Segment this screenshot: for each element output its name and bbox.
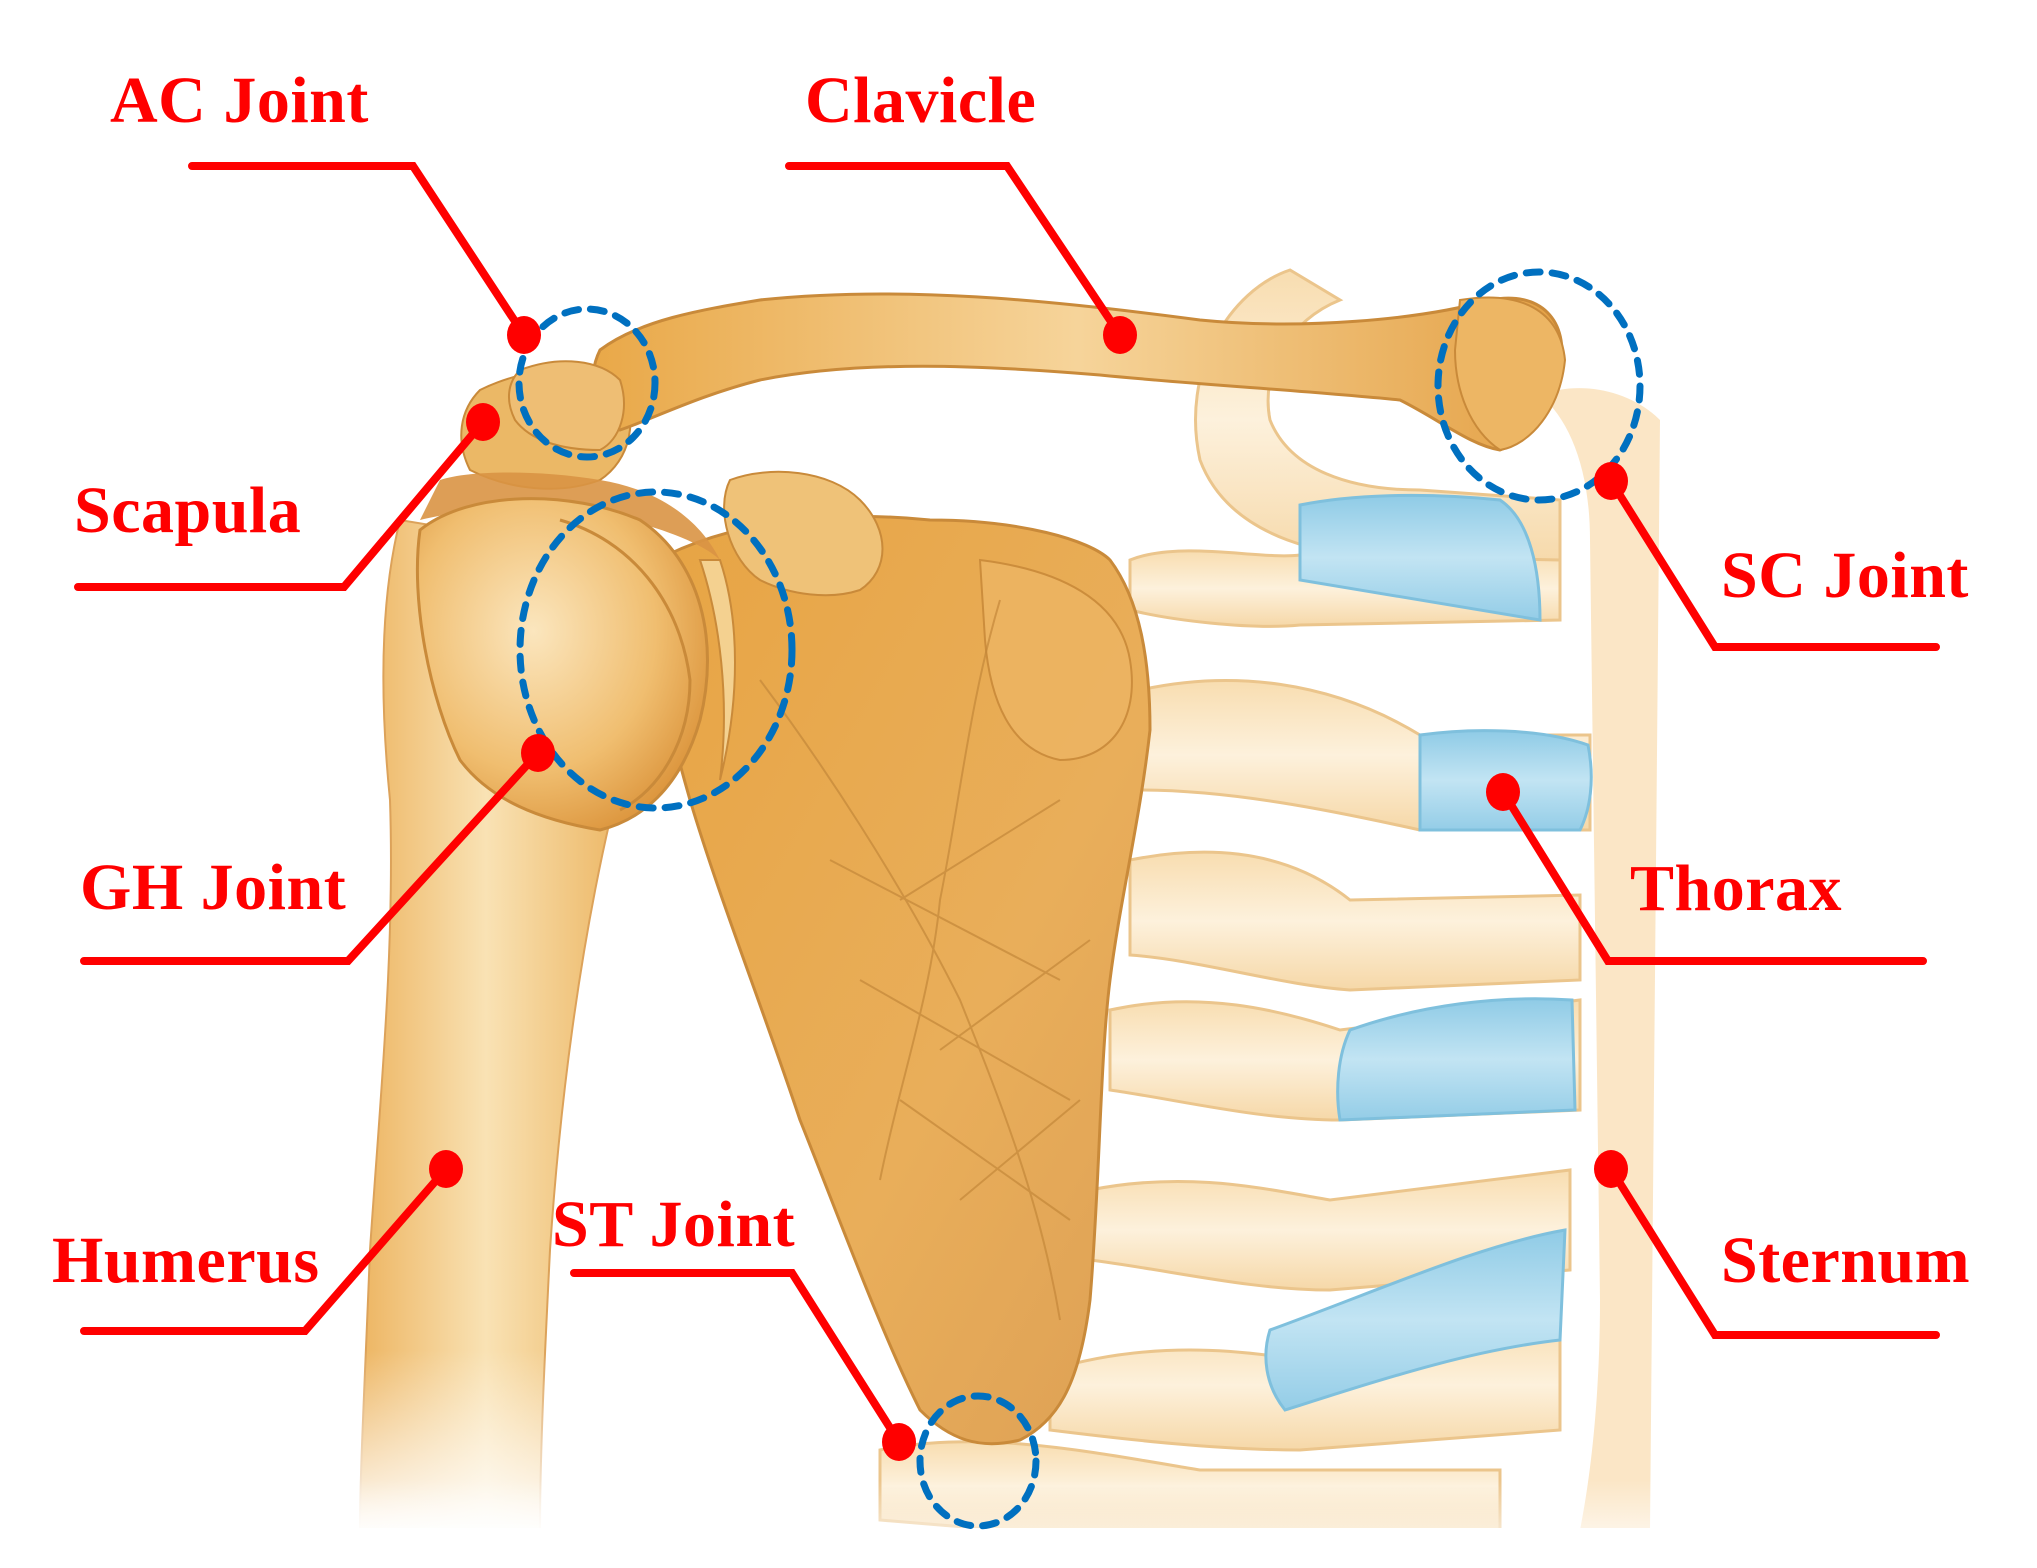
sternum-dot (1594, 1150, 1628, 1188)
ac-joint-circle (515, 305, 659, 461)
humerus-dot (429, 1150, 463, 1188)
label-sc-joint: SC Joint (1721, 539, 1969, 612)
humerus-leader (80, 1165, 450, 1335)
scapula-shape (638, 515, 1152, 1446)
sc-joint-leader (1607, 477, 1940, 651)
clavicle-shape (508, 292, 1567, 452)
st-joint-dot (882, 1423, 916, 1461)
gh-joint-circle (516, 488, 796, 812)
label-thorax: Thorax (1630, 852, 1843, 925)
sc-joint-dot (1594, 462, 1628, 500)
clavicle-leader (785, 162, 1124, 339)
label-gh-joint: GH Joint (80, 851, 347, 924)
label-humerus: Humerus (52, 1224, 320, 1297)
label-clavicle: Clavicle (805, 64, 1037, 137)
joint-highlight-circles (515, 268, 1644, 1530)
scapula-leader (74, 418, 487, 591)
sternum-leader (1607, 1165, 1940, 1339)
ac-joint-dot (507, 316, 541, 354)
label-sternum: Sternum (1721, 1224, 1971, 1297)
sc-joint-circle (1434, 268, 1644, 504)
label-scapula: Scapula (74, 474, 302, 547)
ac-joint-leader (188, 162, 528, 339)
label-ac-joint: AC Joint (110, 64, 369, 137)
leader-lines (74, 162, 1940, 1446)
sternum-shape (1540, 388, 1660, 1530)
gh-joint-leader (80, 749, 542, 965)
clavicle-dot (1103, 316, 1137, 354)
scapula-dot (466, 403, 500, 441)
st-joint-leader (570, 1269, 903, 1446)
thorax-dot (1486, 773, 1520, 811)
humeral-head-shape (415, 497, 736, 832)
st-joint-circle (916, 1392, 1040, 1530)
thorax-leader (1499, 788, 1927, 965)
anchor-dots (429, 316, 1628, 1461)
label-st-joint: ST Joint (552, 1188, 796, 1261)
gh-joint-dot (521, 734, 555, 772)
